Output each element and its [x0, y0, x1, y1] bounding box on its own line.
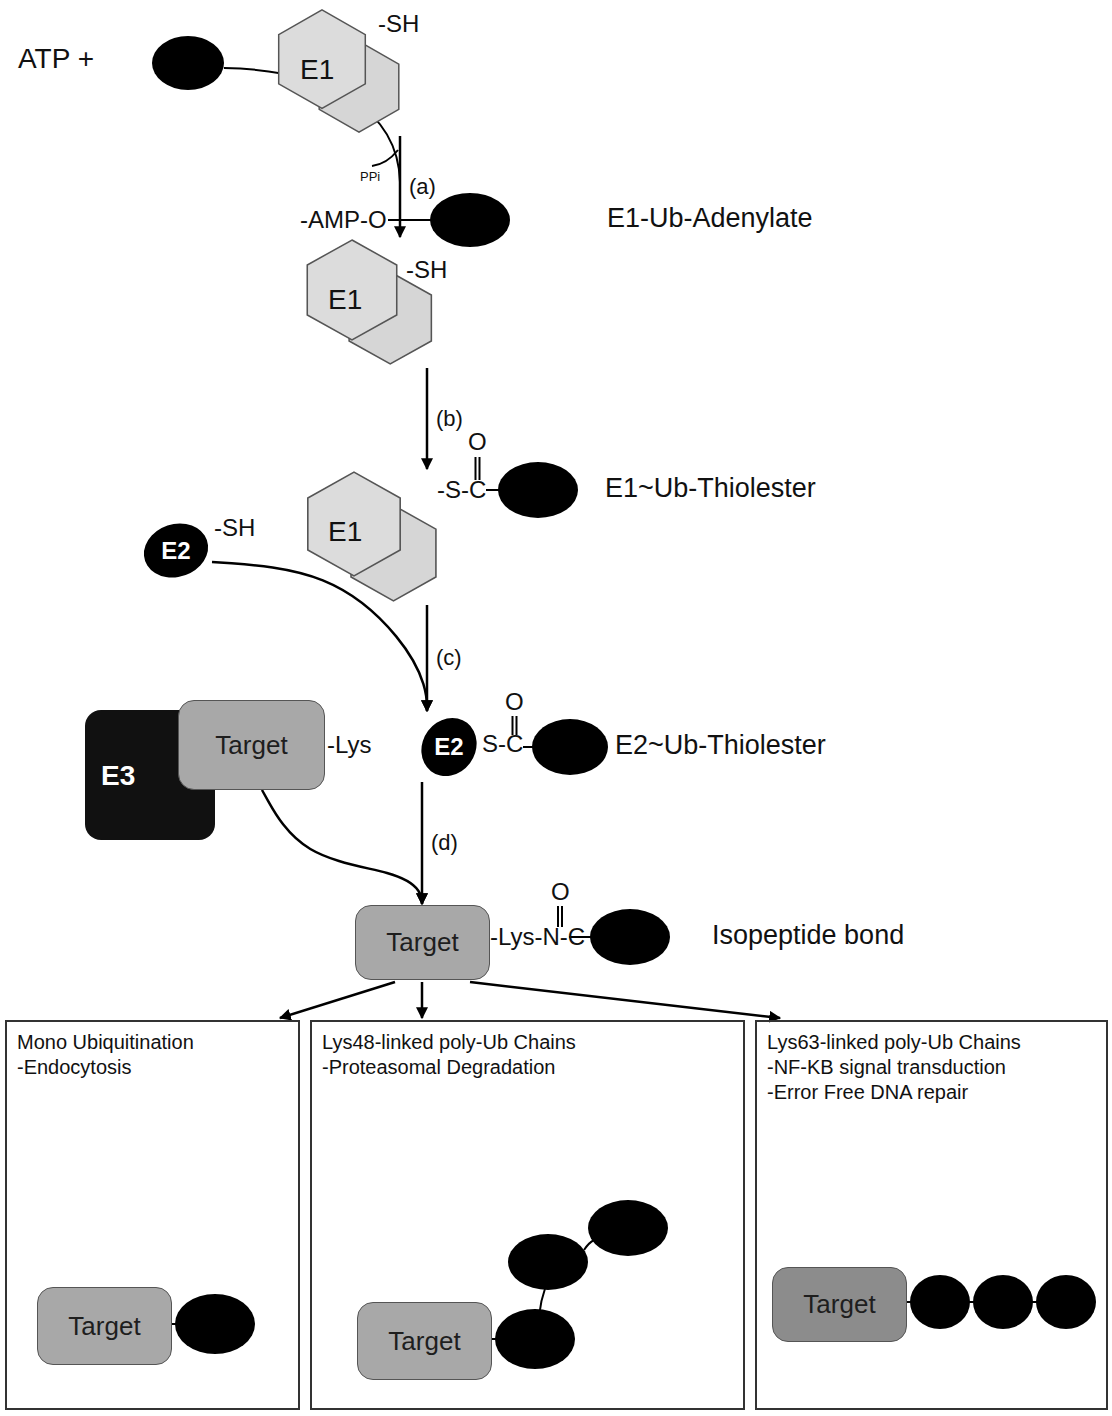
- hexagon-domain: [308, 472, 400, 576]
- node-text: -Endocytosis: [17, 1055, 132, 1080]
- bond-line: [486, 489, 499, 491]
- reaction-arrow: [421, 982, 424, 1018]
- target-protein: Target: [772, 1267, 907, 1342]
- adenylate-group: -AMP-O: [300, 208, 387, 232]
- node-text: Mono Ubiquitination: [17, 1030, 194, 1055]
- enzyme-ellipse: [133, 513, 219, 588]
- double-bond: [475, 457, 477, 480]
- node-text: Lys63-linked poly-Ub Chains: [767, 1030, 1021, 1055]
- ubiquitin: [495, 1309, 575, 1369]
- node-text: E1: [328, 514, 362, 549]
- node-text: -Proteasomal Degradation: [322, 1055, 555, 1080]
- target-protein: Target: [178, 700, 325, 790]
- node-text: Lys48-linked poly-Ub Chains: [322, 1030, 576, 1055]
- ub-link: [540, 1289, 545, 1310]
- ub-link: [1032, 1301, 1037, 1303]
- thiolester-group: -S-C: [437, 478, 486, 502]
- node-text: Target: [386, 926, 458, 959]
- ubiquitin: [508, 1234, 588, 1290]
- thiol-group: -SH: [406, 258, 447, 282]
- node-text: E2: [434, 732, 463, 762]
- node-text: Target: [68, 1310, 140, 1343]
- outcome-box: Lys63-linked poly-Ub Chains-NF-KB signal…: [755, 1020, 1108, 1410]
- node-text: E1: [300, 52, 334, 87]
- thiol-group: -SH: [214, 516, 255, 540]
- ubiquitin: [588, 1200, 668, 1256]
- reaction-arrow: [421, 782, 424, 904]
- ubiquitin: [910, 1275, 970, 1329]
- state-label: E1-Ub-Adenylate: [607, 205, 813, 232]
- step-label: (c): [436, 647, 462, 669]
- state-label: Isopeptide bond: [712, 922, 904, 949]
- e2-enzyme: E2: [418, 712, 480, 782]
- node-text: E1: [328, 282, 362, 317]
- ubiquitin: [175, 1294, 255, 1354]
- outcome-box: Lys48-linked poly-Ub Chains-Proteasomal …: [310, 1020, 745, 1410]
- hexagon-shape: [290, 470, 450, 605]
- thiol-group: -SH: [378, 12, 419, 36]
- reaction-arrow: [280, 982, 395, 1018]
- step-label: (a): [409, 176, 436, 198]
- reaction-arrow: [399, 136, 402, 237]
- ub-link: [584, 1240, 594, 1250]
- target-protein: Target: [37, 1287, 172, 1365]
- ubiquitin: [1036, 1275, 1096, 1329]
- bond-line: [388, 219, 431, 221]
- target-protein: Target: [357, 1302, 492, 1380]
- node-text: -Error Free DNA repair: [767, 1080, 968, 1105]
- reaction-arrow: [262, 790, 422, 904]
- state-label: E1~Ub-Thiolester: [605, 475, 816, 502]
- node-text: Target: [388, 1325, 460, 1358]
- node-text: -NF-KB signal transduction: [767, 1055, 1006, 1080]
- ubiquitin: [590, 909, 670, 965]
- step-label: (d): [431, 832, 458, 854]
- node-text: E3: [101, 758, 135, 793]
- state-label: E2~Ub-Thiolester: [615, 732, 826, 759]
- hexagon-domain: [279, 10, 366, 108]
- ubiquitin: [152, 36, 224, 90]
- carbonyl-oxygen: O: [468, 430, 487, 454]
- node-text: E2: [161, 536, 190, 566]
- ubiquitin: [498, 462, 578, 518]
- ubiquitin: [532, 719, 608, 775]
- node-text: Target: [215, 729, 287, 762]
- e2-enzyme: E2: [140, 518, 212, 583]
- enzyme-ellipse: [412, 707, 486, 788]
- e1-enzyme: E1: [290, 470, 450, 605]
- thiolester-group: S-C: [482, 732, 523, 756]
- reaction-arrow: [426, 368, 429, 469]
- outcome-box: Mono Ubiquitination-EndocytosisTarget: [5, 1020, 300, 1410]
- target-protein: Target: [355, 905, 490, 980]
- ub-link: [969, 1301, 974, 1303]
- double-bond: [561, 906, 563, 927]
- double-bond: [557, 906, 559, 927]
- product-release-line: [372, 150, 398, 166]
- lysine-group: -Lys: [327, 733, 371, 757]
- byproduct-label: PPi: [360, 170, 380, 183]
- ubiquitin: [973, 1275, 1033, 1329]
- reaction-arrow: [470, 982, 780, 1018]
- ubiquitin: [430, 193, 510, 247]
- isopeptide-group: -Lys-N-C: [490, 925, 585, 949]
- step-label: (b): [436, 408, 463, 430]
- hexagon-domain: [307, 240, 396, 340]
- carbonyl-oxygen: O: [551, 880, 570, 904]
- carbonyl-oxygen: O: [505, 690, 524, 714]
- node-text: Target: [803, 1288, 875, 1321]
- double-bond: [479, 457, 481, 480]
- reactant-label: ATP +: [18, 45, 94, 73]
- bond-line: [523, 746, 533, 748]
